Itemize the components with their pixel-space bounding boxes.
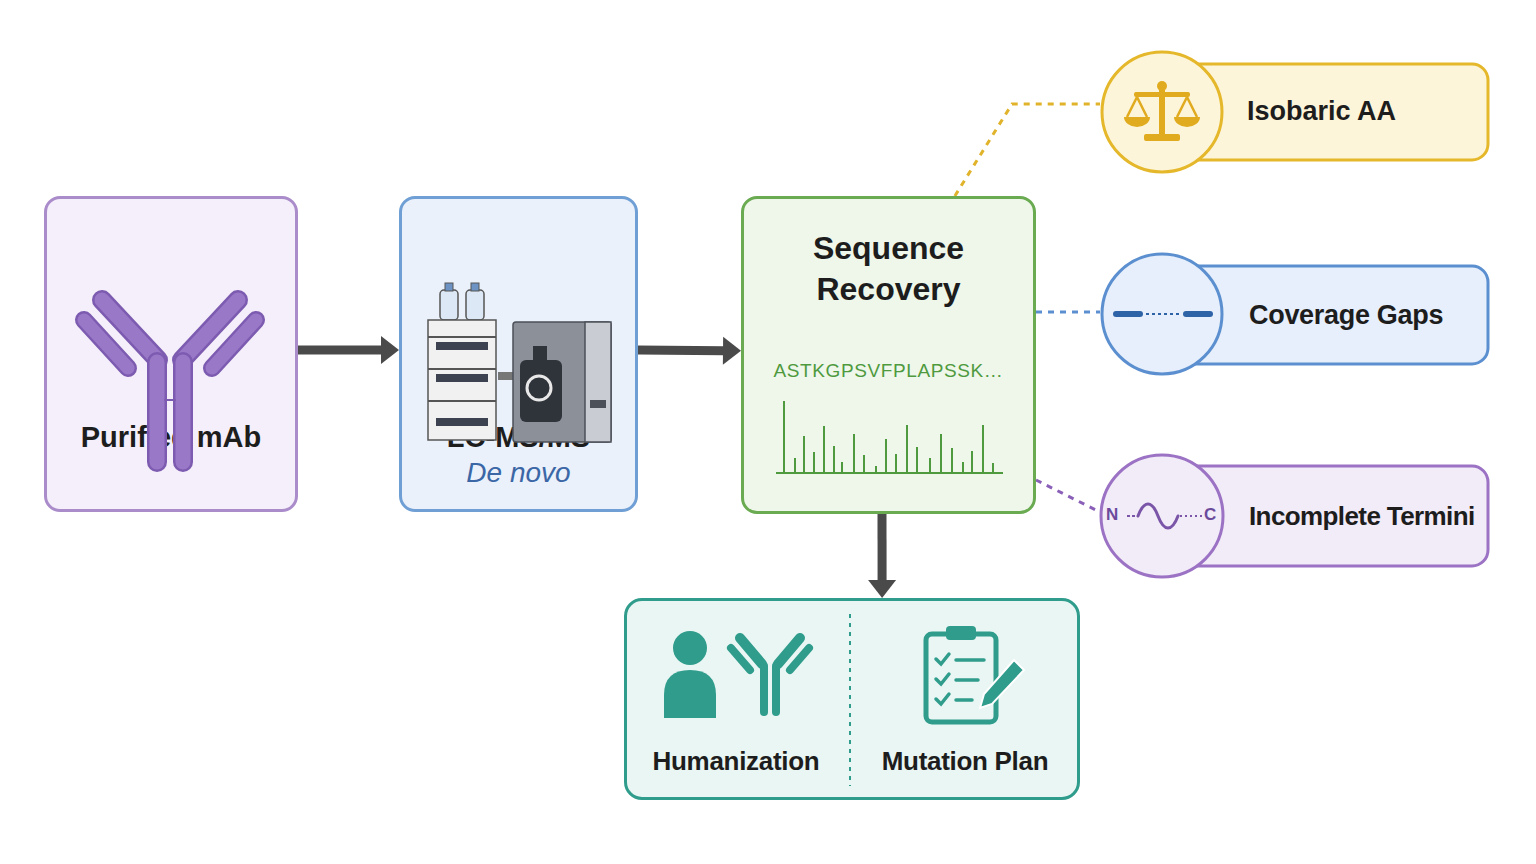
connector-line: [955, 104, 1100, 196]
arrow-head: [381, 336, 399, 364]
icon-circle: [1102, 254, 1222, 374]
arrow-head: [723, 337, 741, 365]
node-text: ASTKGPSVFPLAPSSK…: [741, 359, 1036, 382]
node-title: Isobaric AA: [1247, 95, 1477, 127]
terminus-letter: N: [1106, 505, 1118, 525]
icon-circle: [1102, 52, 1222, 172]
node-title: Purified mAb: [44, 420, 298, 455]
callout-pill: [1160, 266, 1488, 364]
dashed-connector: [1036, 311, 1100, 312]
node-title: Humanization: [636, 746, 836, 777]
flow-arrow: [638, 337, 741, 365]
node-text: De novo: [399, 456, 638, 490]
node-title: LC-MS/MS: [399, 420, 638, 455]
node-title: Incomplete Termini: [1249, 501, 1485, 532]
callout-pill: Coverage Gaps: [1100, 254, 1488, 374]
arrow-head: [868, 580, 896, 598]
connector-line: [878, 514, 887, 581]
dashed-connector: [1036, 480, 1100, 512]
process-box: LC-MS/MSDe novo: [399, 196, 638, 512]
icon-circle: [1101, 455, 1223, 577]
terminus-letter: C: [1204, 505, 1216, 525]
callout-pill: [1160, 64, 1488, 160]
scales-icon: [1124, 81, 1200, 141]
process-box: Sequence RecoveryASTKGPSVFPLAPSSK…: [741, 196, 1036, 514]
dashed-connector: [955, 104, 1100, 196]
input-box: Purified mAb: [44, 196, 298, 512]
gap-icon: [1116, 314, 1210, 315]
flow-arrow: [298, 336, 399, 364]
callout-pill: Isobaric AA: [1100, 52, 1488, 172]
flow-arrow: [868, 514, 896, 598]
wave-icon: [1127, 504, 1202, 528]
connector-line: [1036, 310, 1100, 313]
node-title: Sequence Recovery: [781, 228, 996, 310]
callout-pill: Incomplete Termini: [1100, 456, 1488, 576]
node-title: Coverage Gaps: [1249, 299, 1479, 331]
connector-line: [1036, 480, 1100, 512]
callout-pill: [1160, 466, 1488, 566]
output-box: Humanization Mutation Plan: [624, 598, 1080, 800]
node-text: Mutation Plan: [860, 746, 1070, 777]
connector-line: [638, 345, 724, 355]
connector-line: [298, 345, 382, 354]
